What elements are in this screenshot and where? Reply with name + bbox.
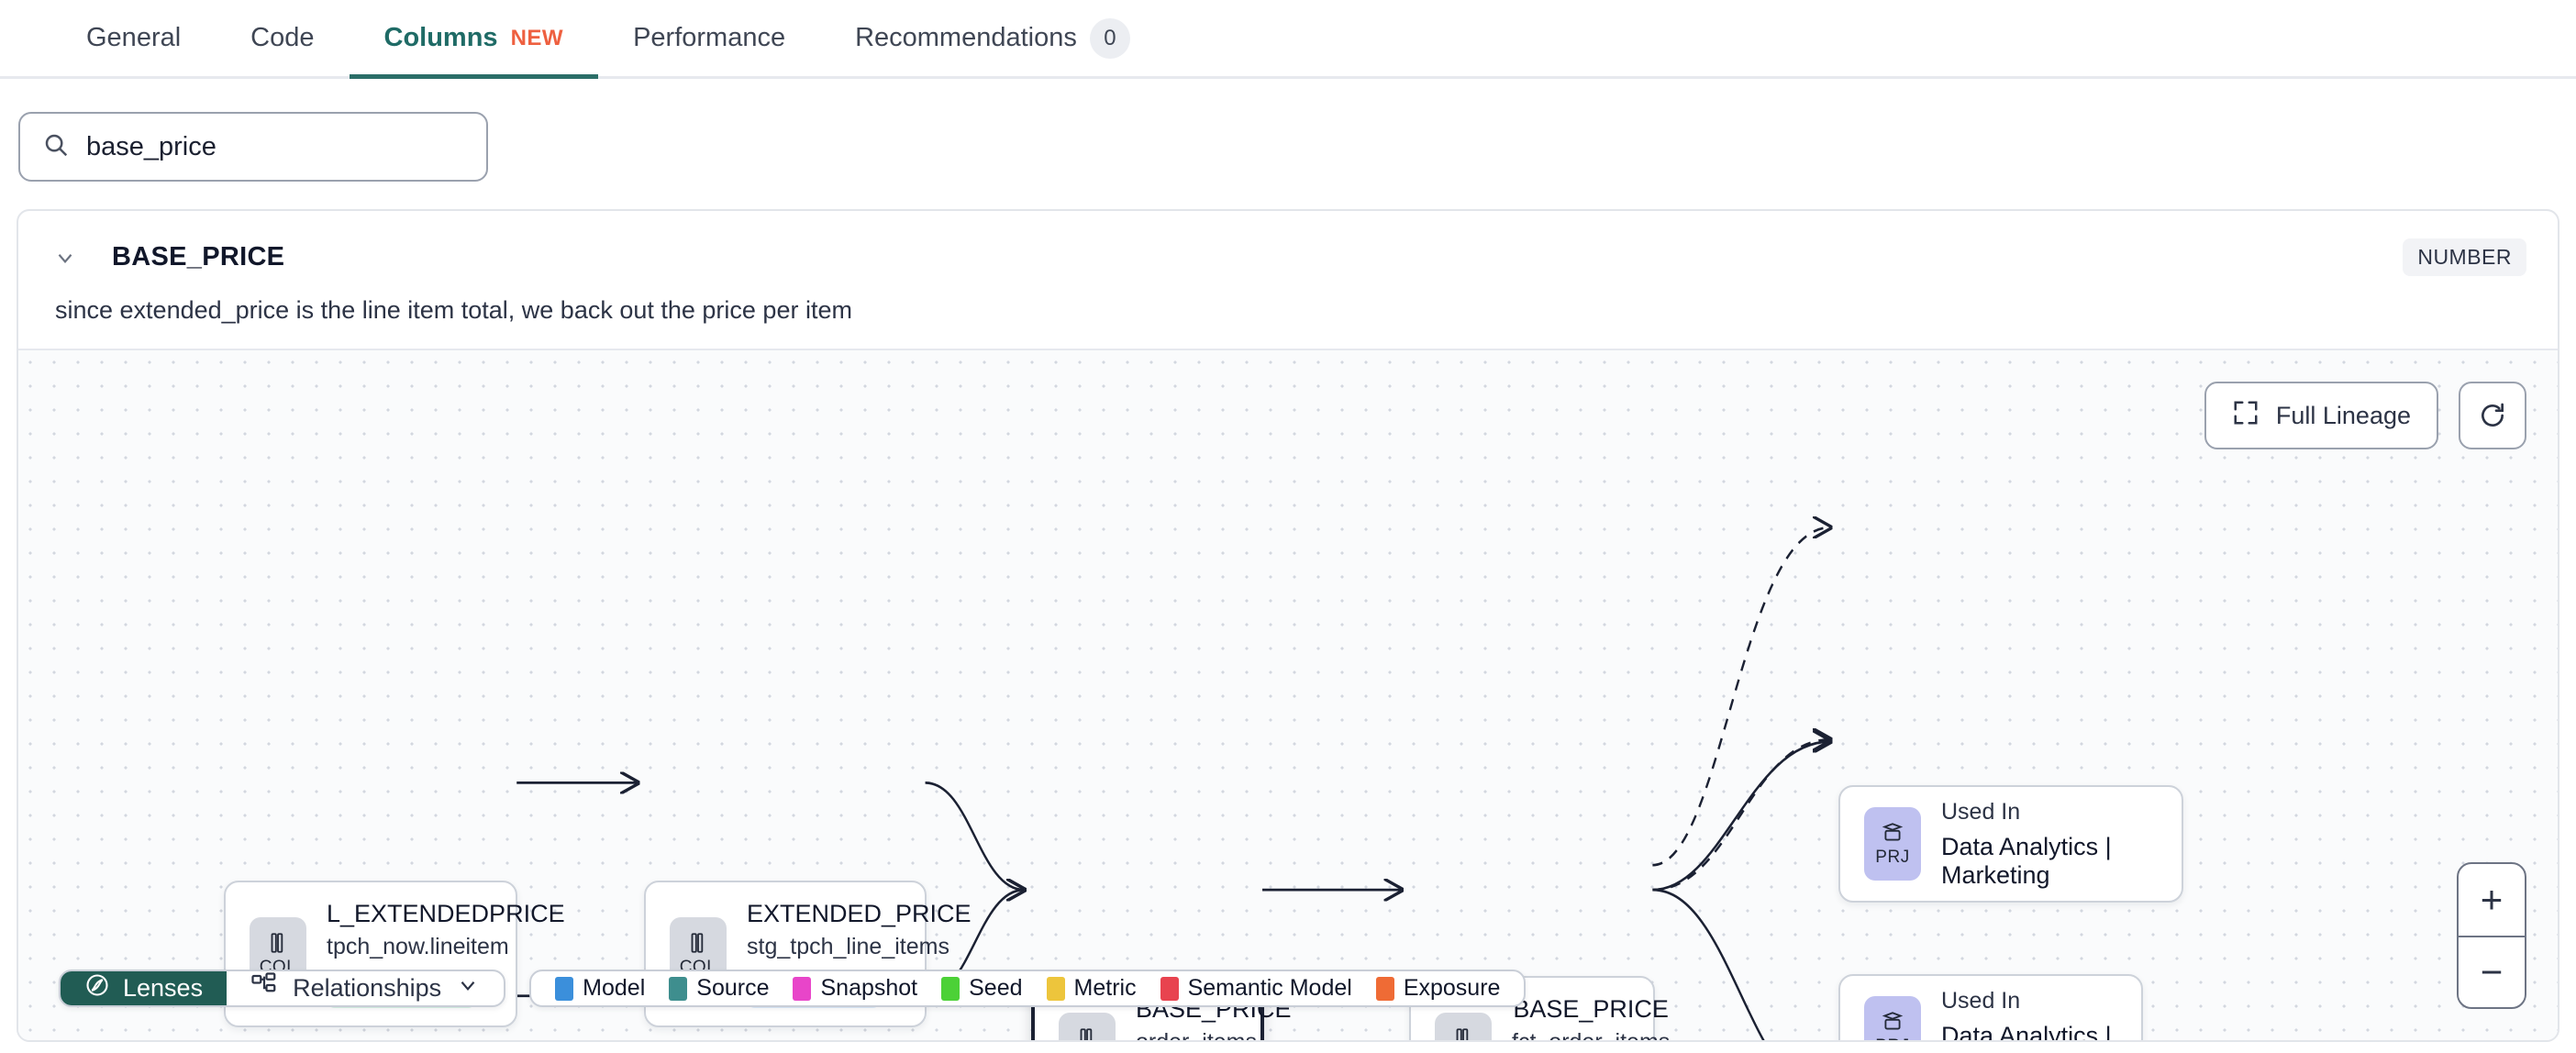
lens-icon xyxy=(84,972,110,1004)
legend-item-exposure[interactable]: Exposure xyxy=(1375,975,1501,1002)
legend-label: Source xyxy=(696,975,770,1001)
tab-label: General xyxy=(86,23,182,52)
page-title: BASE_PRICE xyxy=(112,242,285,272)
legend-item-snapshot[interactable]: Snapshot xyxy=(793,975,917,1002)
legend-label: Model xyxy=(583,975,646,1001)
col-badge-icon: COL xyxy=(1435,1013,1492,1040)
project-name: Data Analytics | Marketing xyxy=(1941,832,2112,889)
node-subtitle: order_items xyxy=(1136,1029,1292,1040)
canvas-controls: Full Lineage xyxy=(2204,382,2526,449)
tab-label: Performance xyxy=(633,23,786,52)
relationships-button[interactable]: Relationships xyxy=(227,971,504,1005)
legend-item-seed[interactable]: Seed xyxy=(941,975,1023,1002)
node-subtitle: fct_order_items xyxy=(1512,1029,1670,1040)
legend-item-source[interactable]: Source xyxy=(669,975,769,1002)
lenses-label: Lenses xyxy=(123,974,204,1002)
node-title: L_EXTENDEDPRICE xyxy=(327,900,565,927)
full-lineage-label: Full Lineage xyxy=(2275,401,2411,429)
tab-code[interactable]: Code xyxy=(216,0,349,76)
relationships-label: Relationships xyxy=(293,974,442,1002)
zoom-in-button[interactable]: + xyxy=(2480,878,2504,921)
lineage-node-prj_sales[interactable]: PRJ Used In Data Analytics | Sales xyxy=(1838,974,2143,1040)
legend-swatch xyxy=(669,976,688,1001)
lens-group: Lenses Relationships xyxy=(59,970,506,1007)
tab-count-badge: 0 xyxy=(1089,17,1130,59)
legend-swatch xyxy=(941,976,960,1001)
node-subtitle: stg_tpch_line_items xyxy=(747,934,949,959)
tab-recommendations[interactable]: Recommendations 0 xyxy=(820,0,1165,76)
column-panel: BASE_PRICE NUMBER since extended_price i… xyxy=(17,209,2559,1042)
search-input[interactable] xyxy=(86,131,464,162)
tab-label: Code xyxy=(250,23,315,52)
legend-label: Metric xyxy=(1073,975,1137,1001)
used-in-label: Used In xyxy=(1941,987,2021,1014)
tab-bar: General Code Columns NEW Performance Recommen… xyxy=(0,0,2576,79)
badge-label: PRJ xyxy=(1875,1036,1909,1041)
lineage-toolbar: Lenses Relationships xyxy=(59,970,1527,1007)
used-in-label: Used In xyxy=(1941,798,2021,825)
legend-item-model[interactable]: Model xyxy=(555,975,645,1002)
col-badge-icon: COL xyxy=(1059,1013,1116,1040)
tab-columns[interactable]: Columns NEW xyxy=(349,0,599,79)
lineage-node-prj_marketing[interactable]: PRJ Used In Data Analytics | Marketing xyxy=(1838,785,2183,903)
legend-swatch xyxy=(1046,976,1065,1001)
chevron-down-icon xyxy=(456,973,480,1003)
legend-label: Exposure xyxy=(1403,975,1501,1001)
relationships-icon xyxy=(250,971,278,1005)
search-box[interactable] xyxy=(18,112,488,182)
legend-swatch xyxy=(555,976,574,1001)
prj-badge-icon: PRJ xyxy=(1864,996,1921,1040)
legend-swatch xyxy=(1375,976,1394,1001)
prj-badge-icon: PRJ xyxy=(1864,807,1921,881)
search-area xyxy=(0,79,2576,209)
full-lineage-button[interactable]: Full Lineage xyxy=(2204,382,2438,449)
legend-label: Semantic Model xyxy=(1187,975,1352,1001)
legend-swatch xyxy=(1160,976,1179,1001)
legend-item-metric[interactable]: Metric xyxy=(1046,975,1137,1002)
lenses-button[interactable]: Lenses xyxy=(61,971,228,1005)
lineage-legend: Model Source Snapshot Seed Metric Semant… xyxy=(529,970,1527,1007)
column-description: since extended_price is the line item to… xyxy=(55,296,852,324)
legend-item-semantic-model[interactable]: Semantic Model xyxy=(1160,975,1352,1002)
badge-label: PRJ xyxy=(1875,847,1910,867)
new-badge: NEW xyxy=(510,25,564,50)
refresh-icon[interactable] xyxy=(2459,382,2526,449)
chevron-down-icon[interactable] xyxy=(50,246,81,270)
legend-swatch xyxy=(793,976,812,1001)
lineage-canvas[interactable]: COL L_EXTENDEDPRICE tpch_now.lineitem SO… xyxy=(18,349,2558,1040)
node-title: BASE_PRICE xyxy=(1513,995,1669,1023)
tab-general[interactable]: General xyxy=(51,0,216,76)
tab-label: Columns xyxy=(383,23,498,52)
legend-label: Seed xyxy=(969,975,1023,1001)
tab-performance[interactable]: Performance xyxy=(598,0,820,76)
column-type-badge: NUMBER xyxy=(2403,238,2526,276)
zoom-out-button[interactable]: − xyxy=(2459,936,2525,1007)
node-title: EXTENDED_PRICE xyxy=(747,900,972,927)
search-icon xyxy=(42,131,70,163)
expand-icon xyxy=(2232,399,2260,433)
project-name: Data Analytics | Sales xyxy=(1941,1021,2112,1041)
legend-label: Snapshot xyxy=(820,975,918,1001)
node-subtitle: tpch_now.lineitem xyxy=(327,934,509,959)
column-header: BASE_PRICE NUMBER xyxy=(18,211,2558,276)
zoom-controls: + − xyxy=(2457,862,2526,1009)
tab-label: Recommendations xyxy=(855,23,1077,52)
